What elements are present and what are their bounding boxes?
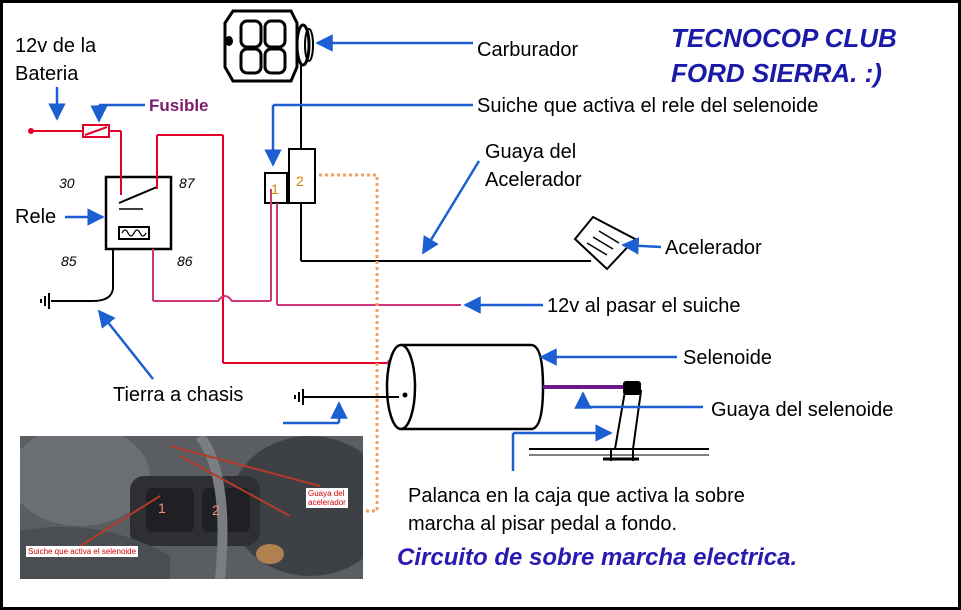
carburetor-icon xyxy=(223,9,314,83)
solenoid-ground-wire xyxy=(294,389,399,405)
lever-label-line-2: marcha al pisar pedal a fondo. xyxy=(408,513,678,535)
relay-ground-wire xyxy=(40,249,114,309)
solenoid-label: Selenoide xyxy=(683,347,772,369)
photo-note-cable: Guaya del acelerador xyxy=(306,488,348,508)
fuse-icon xyxy=(82,124,110,138)
relay-body xyxy=(104,175,173,251)
relay-pin-87: 87 xyxy=(179,175,195,191)
battery-wire xyxy=(31,130,122,195)
engine-photo: 1 2 Guaya del acelerador Suiche que acti… xyxy=(20,436,363,579)
pointer-arrows xyxy=(48,34,703,471)
switch-terminal-2: 2 xyxy=(296,173,304,189)
photo-note-switch: Suiche que activa el selenoide xyxy=(26,546,139,557)
diagram-caption: Circuito de sobre marcha electrica. xyxy=(397,544,798,571)
solenoid-cable-label: Guaya del selenoide xyxy=(711,399,894,421)
accelerator-cable xyxy=(300,65,591,262)
gearbox-lever-icon xyxy=(529,381,709,461)
relay-pin-30: 30 xyxy=(59,175,75,191)
ground-label: Tierra a chasis xyxy=(113,384,244,406)
relay-pin-85: 85 xyxy=(61,253,77,269)
solenoid-icon xyxy=(385,343,629,431)
photo-mark-1: 1 xyxy=(158,500,166,516)
switch-terminal-1: 1 xyxy=(271,181,279,197)
battery-label-line-1: 12v de la xyxy=(15,35,97,57)
switch-12v-label: 12v al pasar el suiche xyxy=(547,295,741,317)
relay-label: Rele xyxy=(15,206,57,228)
engine-photo-drawing xyxy=(20,436,363,579)
photo-note-cable-line-2: acelerador xyxy=(308,498,346,507)
cable-label-line-1: Guaya del xyxy=(485,141,577,163)
photo-mark-2: 2 xyxy=(212,502,220,518)
switch-label: Suiche que activa el rele del selenoide xyxy=(477,95,819,117)
fuse-label: Fusible xyxy=(149,96,209,115)
accelerator-label: Acelerador xyxy=(665,237,762,259)
accelerator-pedal-icon xyxy=(573,215,637,271)
carburetor-label: Carburador xyxy=(477,39,579,61)
lever-label-line-1: Palanca en la caja que activa la sobre xyxy=(408,485,745,507)
solenoid-feed-wire xyxy=(156,134,388,364)
photo-note-cable-line-1: Guaya del xyxy=(308,489,345,498)
cable-label-line-2: Acelerador xyxy=(485,169,582,191)
title-line-2: FORD SIERRA. :) xyxy=(671,58,882,88)
switch-wire xyxy=(152,189,461,306)
wiring-diagram xyxy=(28,9,709,513)
title-line-1: TECNOCOP CLUB xyxy=(671,23,897,53)
relay-pin-86: 86 xyxy=(177,253,193,269)
battery-label-line-2: Bateria xyxy=(15,63,79,85)
